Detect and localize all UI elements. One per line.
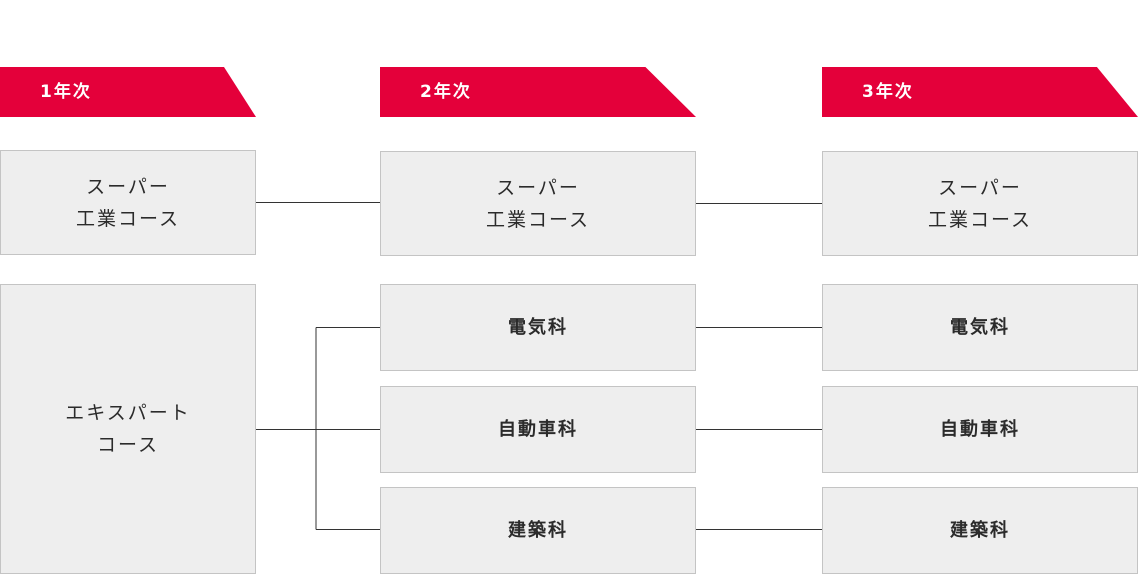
year-3-label: 3年次 xyxy=(862,82,914,102)
year-3-banner: 3年次 xyxy=(822,67,1138,117)
year-3-super-course-box: スーパー 工業コース xyxy=(822,151,1138,256)
year-2-architecture-box: 建築科 xyxy=(380,487,696,574)
year-3-architecture-label: 建築科 xyxy=(950,519,1010,541)
year-3-architecture-box: 建築科 xyxy=(822,487,1138,574)
year-2-automotive-box: 自動車科 xyxy=(380,386,696,473)
year-2-automotive-label: 自動車科 xyxy=(498,418,578,440)
year-1-super-course-box: スーパー 工業コース xyxy=(0,150,256,255)
year-1-expert-course-box: エキスパート コース xyxy=(0,284,256,574)
year-2-electrical-box: 電気科 xyxy=(380,284,696,371)
year-3-super-course-label: スーパー 工業コース xyxy=(927,176,1033,231)
year-2-electrical-label: 電気科 xyxy=(508,316,568,338)
year-2-banner: 2年次 xyxy=(380,67,696,117)
year-2-architecture-label: 建築科 xyxy=(508,519,568,541)
year-1-label: 1年次 xyxy=(40,82,92,102)
year-1-expert-course-label: エキスパート コース xyxy=(65,402,191,456)
year-1-banner: 1年次 xyxy=(0,67,256,117)
year-2-super-course-label: スーパー 工業コース xyxy=(485,176,591,231)
year-3-automotive-label: 自動車科 xyxy=(940,418,1020,440)
year-3-electrical-label: 電気科 xyxy=(950,316,1010,338)
year-3-electrical-box: 電気科 xyxy=(822,284,1138,371)
year-2-label: 2年次 xyxy=(420,82,472,102)
year-1-super-course-label: スーパー 工業コース xyxy=(75,175,181,230)
year-3-automotive-box: 自動車科 xyxy=(822,386,1138,473)
year-2-super-course-box: スーパー 工業コース xyxy=(380,151,696,256)
